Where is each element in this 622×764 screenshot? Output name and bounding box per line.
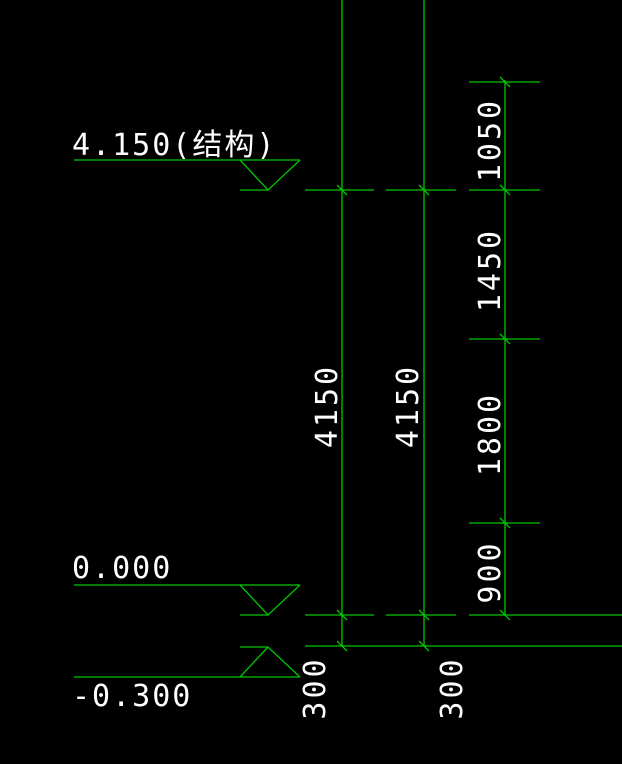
- level-marker-0000: [74, 584, 301, 616]
- level-label-4150: 4.150(结构): [72, 128, 276, 163]
- dim-text-900: 900: [473, 540, 508, 603]
- dim-text-1800: 1800: [473, 392, 508, 476]
- level-marker-minus0300: [74, 646, 301, 678]
- dim-text-bottom-b: 300: [435, 656, 470, 719]
- dim-text-bottom-a: 300: [298, 656, 333, 719]
- level-label-0000: 0.000: [72, 551, 172, 586]
- dim-text-1050: 1050: [473, 98, 508, 182]
- dim-text-1450: 1450: [473, 228, 508, 312]
- dim-text-overall-a: 4150: [310, 364, 345, 448]
- dim-text-overall-b: 4150: [391, 364, 426, 448]
- dim-ticks: [336, 76, 511, 652]
- level-marker-4150: [74, 159, 301, 191]
- level-label-minus0300: -0.300: [72, 679, 192, 714]
